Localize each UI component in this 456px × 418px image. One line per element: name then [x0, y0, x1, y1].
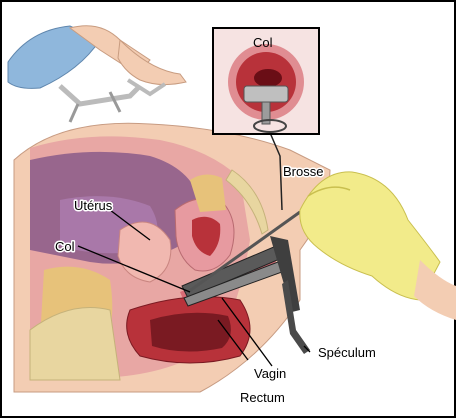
label-uterus: Utérus	[74, 198, 113, 213]
label-rectum: Rectum	[240, 390, 285, 405]
label-brosse: Brosse	[283, 164, 323, 179]
label-col: Col	[55, 239, 75, 254]
label-speculum: Spéculum	[318, 345, 376, 360]
label-col-inset: Col	[253, 35, 273, 50]
label-vagin: Vagin	[254, 366, 286, 381]
